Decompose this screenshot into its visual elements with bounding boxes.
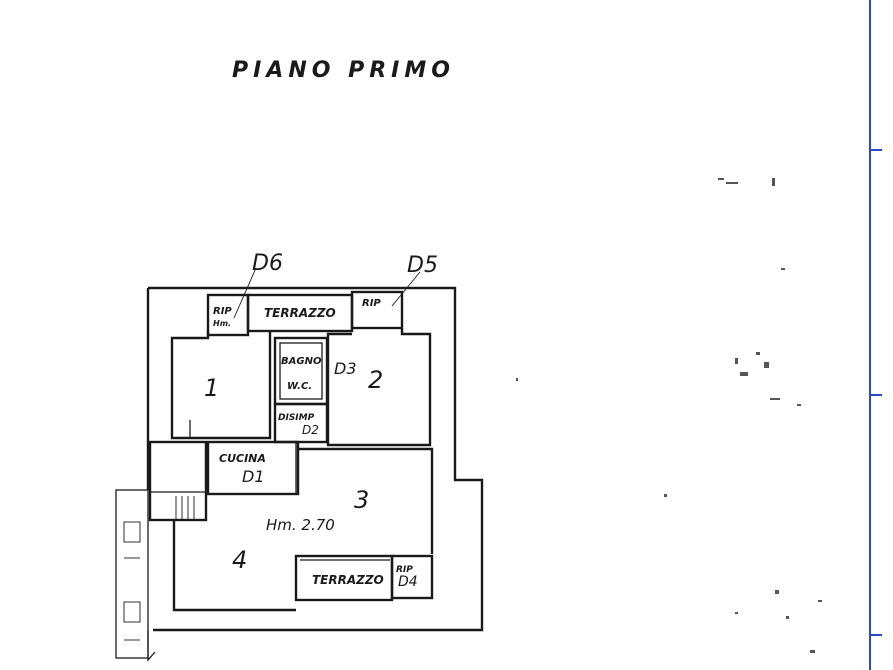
right-border [869,0,882,670]
marker-d6: D6 [252,251,283,276]
living-area [172,447,434,612]
plan-title: PIANO PRIMO [232,58,455,83]
marker-d3: D3 [334,359,357,378]
label-terrazzo-bottom: TERRAZZO [312,573,384,587]
storage-bottom-right [390,554,434,600]
label-bagno: BAGNO [281,356,322,367]
label-rip-bottom: RIP [396,565,413,575]
label-room-1: 1 [204,374,219,402]
marker-d5: D5 [407,253,438,278]
marker-d4: D4 [398,574,418,590]
label-cucina: CUCINA [219,452,266,465]
marker-d2: D2 [302,423,319,437]
height-note: Hm. 2.70 [266,516,335,534]
marker-leaders [233,267,421,319]
stairwell [148,440,208,522]
scan-noise [516,178,822,653]
marker-d1: D1 [242,467,265,486]
label-rip-left-sub: Hm. [213,319,231,328]
label-room-2: 2 [368,366,383,394]
label-terrazzo-top: TERRAZZO [264,306,336,320]
label-disimp: DISIMP [278,413,315,423]
label-rip-top-right: RIP [362,298,381,309]
label-rip-left: RIP [213,306,232,317]
kitchen [206,440,300,496]
label-wc: W.C. [287,381,312,392]
label-room-3: 3 [354,486,369,514]
building-outline [146,286,484,632]
room-1 [170,330,272,440]
storage-top-right [350,290,404,330]
label-room-4: 4 [232,546,247,574]
room-2 [326,328,432,447]
hallway [273,402,329,444]
bathroom [273,336,329,406]
left-balcony [115,489,156,662]
